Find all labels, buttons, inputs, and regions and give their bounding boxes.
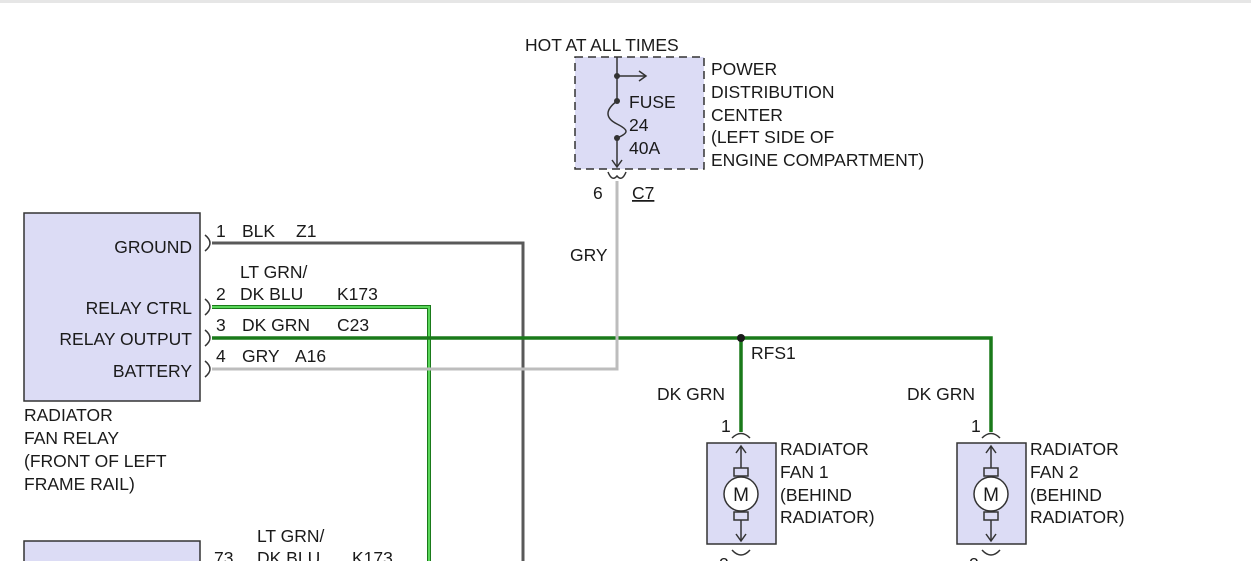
fan2-pin-top: 1 (971, 416, 981, 436)
splice-label: RFS1 (751, 343, 796, 363)
fan2-arrow-up-icon (985, 444, 997, 454)
pin2-color-line2: DK BLU (240, 284, 303, 304)
fan2-desc-3: (BEHIND (1030, 485, 1102, 505)
fan1-brush-top (733, 467, 749, 477)
pdc-desc-4: (LEFT SIDE OF (711, 127, 834, 147)
pdc-desc-3: CENTER (711, 105, 783, 125)
fan1-desc-3: (BEHIND (780, 485, 852, 505)
pdc-desc-5: ENGINE COMPARTMENT) (711, 150, 924, 170)
pin2-color-line1: LT GRN/ (240, 262, 308, 282)
wire-relay-ctrl (212, 306, 430, 561)
fan2-desc-2: FAN 2 (1030, 462, 1079, 482)
fan2-connector-bottom-icon (981, 549, 1001, 556)
pin4-circuit: A16 (295, 346, 326, 366)
relay-desc-3: (FRONT OF LEFT (24, 451, 167, 471)
relay-desc-1: RADIATOR (24, 405, 113, 425)
pin2-circuit: K173 (337, 284, 378, 304)
wire-relay-output-dkgrn (212, 336, 993, 432)
c7-pin: 6 (593, 183, 603, 203)
fan1-connector-bottom-icon (731, 549, 751, 556)
wire-ground-blk (212, 241, 525, 561)
fan2-desc-4: RADIATOR) (1030, 507, 1125, 527)
relay-connector-1-icon (204, 234, 211, 252)
pdc-desc-2: DISTRIBUTION (711, 82, 834, 102)
lower-color-line1: LT GRN/ (257, 526, 325, 546)
splice-dot (737, 334, 745, 342)
fuse-rating: 40A (629, 138, 660, 158)
pin4-num: 4 (216, 346, 226, 366)
power-distribution-center: HOT AT ALL TIMES FUSE 24 40A POWER DISTR… (525, 35, 924, 203)
fan1-pin-bottom: 2 (719, 554, 729, 561)
lower-pin-num: 73 (214, 548, 233, 561)
fan1-arrow-up-icon (735, 444, 747, 454)
pin2-num: 2 (216, 284, 226, 304)
lower-module-box (23, 540, 201, 561)
pin1-num: 1 (216, 221, 226, 241)
fan1-arrow-down-icon (735, 533, 747, 543)
fan2-brush-bottom (983, 511, 999, 521)
fan1-pin-top: 1 (721, 416, 731, 436)
lower-module: LT GRN/ 73 DK BLU K173 (23, 526, 393, 561)
wire-battery-gry (212, 181, 619, 371)
pdc-desc-1: POWER (711, 59, 777, 79)
relay-desc-2: FAN RELAY (24, 428, 119, 448)
fan1-desc-1: RADIATOR (780, 439, 869, 459)
relay-box (23, 212, 201, 402)
radiator-fan-1: DK GRN 1 M RADIATOR FAN 1 (BEHIND RADIAT… (657, 384, 875, 561)
pin1-color: BLK (242, 221, 275, 241)
fan1-connector-top-icon (731, 432, 751, 439)
fuse-number: 24 (629, 115, 649, 135)
feed-wire-color: GRY (570, 245, 608, 265)
top-edge (0, 0, 1251, 3)
relay-pin-label-ctrl: RELAY CTRL (86, 298, 193, 318)
pin1-circuit: Z1 (296, 221, 316, 241)
relay-pin-label-battery: BATTERY (113, 361, 192, 381)
fuse-out-arrow-icon (611, 159, 623, 169)
radiator-fan-2: DK GRN 1 M RADIATOR FAN 2 (BEHIND RADIAT… (907, 384, 1125, 561)
fan2-wire-color: DK GRN (907, 384, 975, 404)
pin3-num: 3 (216, 315, 226, 335)
lower-color-line2: DK BLU (257, 548, 320, 561)
fuse-icon (607, 100, 627, 139)
fan1-brush-bottom (733, 511, 749, 521)
connector-c7-icon (607, 171, 627, 179)
fan2-brush-top (983, 467, 999, 477)
relay-connector-4-icon (204, 360, 211, 378)
c7-connector-label: C7 (632, 183, 654, 203)
fan2-pin-bottom: 2 (969, 554, 979, 561)
pin3-circuit: C23 (337, 315, 369, 335)
hot-label: HOT AT ALL TIMES (525, 35, 679, 55)
relay-connector-3-icon (204, 329, 211, 347)
fan1-desc-4: RADIATOR) (780, 507, 875, 527)
radiator-fan-relay: GROUND RELAY CTRL RELAY OUTPUT BATTERY 1… (23, 212, 378, 494)
fan2-desc-1: RADIATOR (1030, 439, 1119, 459)
pin3-color: DK GRN (242, 315, 310, 335)
bus-arrow-icon (638, 70, 648, 82)
fuse-word: FUSE (629, 92, 676, 112)
relay-pin-label-output: RELAY OUTPUT (59, 329, 192, 349)
relay-desc-4: FRAME RAIL) (24, 474, 135, 494)
fan1-desc-2: FAN 1 (780, 462, 829, 482)
fan1-motor-letter: M (733, 485, 749, 506)
fan1-wire-color: DK GRN (657, 384, 725, 404)
relay-pin-label-ground: GROUND (114, 237, 192, 257)
lower-circuit: K173 (352, 548, 393, 561)
fan2-motor-icon (973, 476, 1009, 512)
fan1-motor-icon (723, 476, 759, 512)
fan2-connector-top-icon (981, 432, 1001, 439)
relay-connector-2-icon (204, 298, 211, 316)
fan2-arrow-down-icon (985, 533, 997, 543)
pin4-color: GRY (242, 346, 280, 366)
fan2-motor-letter: M (983, 485, 999, 506)
